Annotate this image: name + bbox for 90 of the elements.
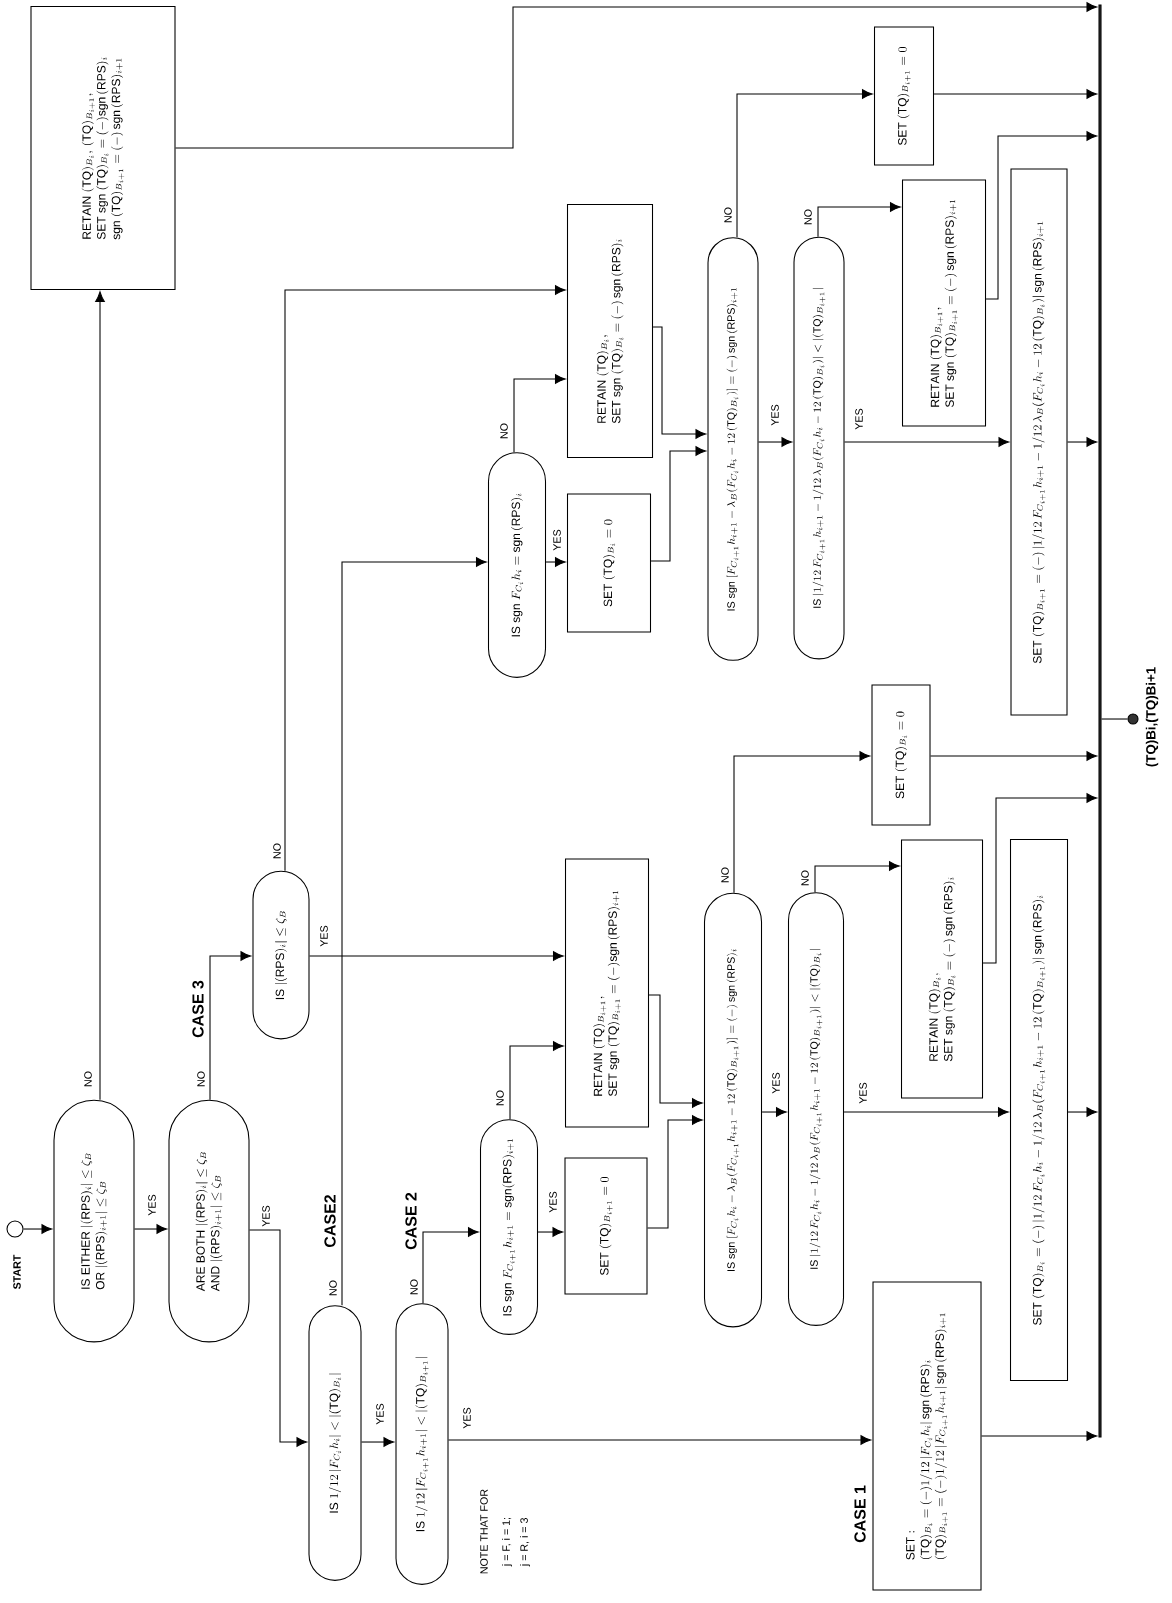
process-box: $\mathrm{SET}~(\mathrm{TQ})_{B_{i+1}} = 0$ [564, 1157, 648, 1295]
process-box: $\mathrm{RETAIN}~(\mathrm{TQ})_{B_i},\,(\mathrm{TQ})_{B_{i+1}},$$\mathrm{SET~sgn}~(\mathrm{TQ})_{B_i} = (-)\mathrm{sgn}\,(\mathrm{RPS})_i$ $\mathrm{sgn}~(\mathrm{TQ})_{B_{i+1}} = (-)\,\mathrm{sgn}\,(\mathrm{RPS})_{i+1}$ [30, 5, 176, 291]
arrow [652, 326, 707, 439]
arrow [982, 793, 1098, 964]
decision-capsule: $\mathrm{IS~EITHER}~|(\mathrm{RPS})_i| \le \zeta_B$ $\mathrm{OR}~|(\mathrm{RPS})_{i+1}| \le \zeta_B$ [53, 1099, 135, 1343]
note-text: j = R, i = 3 [520, 1518, 530, 1567]
arrow [209, 951, 252, 1101]
process-box: $\mathrm{SET}~(\mathrm{TQ})_{B_{i+1}} = (-)\,|1/12\,F_{C_{i+1}} h_{i+1} - 1/12\,\lambda_B (F_{C_i} h_i - 12\,(\mathrm{TQ})_{B_i})|\,\mathrm{sgn}\,(\mathrm{RPS})_{i+1}$ [1010, 168, 1068, 716]
process-box: $\mathrm{SET}~(\mathrm{TQ})_{B_i} = 0$ [871, 684, 931, 826]
process-box: $\mathrm{RETAIN}~(\mathrm{TQ})_{B_{i+1}},$$\mathrm{SET~sgn}~(\mathrm{TQ})_{B_{i+1}} = (-)\mathrm{sgn}\,(\mathrm{RPS})_{i+1}$ [564, 858, 650, 1128]
arrow [134, 1224, 168, 1234]
process-box: $\mathrm{RETAIN}~(\mathrm{TQ})_{B_i},$ $\mathrm{SET~sgn}~(\mathrm{TQ})_{B_i} = (-)\,\mathrm{sgn}\,(\mathrm{RPS})_i$ [566, 203, 654, 459]
case-label: CASE 1 [854, 1485, 866, 1543]
arrow [95, 291, 105, 1101]
edge-label: YES [374, 1402, 386, 1426]
arrow [817, 202, 901, 238]
process-box: $\mathrm{RETAIN}~(\mathrm{TQ})_{B_{i+1}},$$\mathrm{SET~sgn}~(\mathrm{TQ})_{B_{i+1}} = (-)\,\mathrm{sgn}\,(\mathrm{RPS})_{i+1}$ [901, 179, 987, 427]
decision-capsule: $\mathrm{IS}~|(\mathrm{RPS})_i| \le \zeta_B$ [252, 870, 310, 1040]
decision-capsule: $\mathrm{ARE~BOTH}~|(\mathrm{RPS})_i| \le \zeta_B$ $\mathrm{AND}~|(\mathrm{RPS})_{i+1}| \le \zeta_B$ [168, 1099, 250, 1343]
arrow [537, 1227, 564, 1237]
arrow [509, 1041, 564, 1120]
edge-label: NO [271, 841, 283, 861]
arrow [647, 1115, 703, 1229]
arrow [361, 1437, 395, 1447]
edge-label: YES [551, 528, 563, 552]
arrow [985, 131, 1098, 300]
edge-label: NO [195, 1069, 207, 1089]
bus-bar [1098, 4, 1102, 1438]
edge-label: YES [318, 924, 330, 948]
edge-label: YES [461, 1406, 473, 1430]
edge-label: NO [799, 868, 811, 888]
arrow [736, 89, 873, 238]
decision-capsule: $\mathrm{IS~sgn}~[F_{C_{i+1}} h_{i+1} - \lambda_B (F_{C_i} h_i - 12\,(\mathrm{TQ})_{B_i})] = (-)\,\mathrm{sgn}\,(\mathrm{RPS})_{i+1}$ [707, 237, 759, 661]
arrow [930, 751, 1098, 761]
arrow [933, 89, 1098, 99]
arrow [648, 994, 703, 1108]
note-text: j = F, i = 1; [502, 1517, 512, 1567]
edge-label: NO [722, 205, 734, 225]
edge-label: YES [857, 1081, 869, 1105]
arrow [448, 1435, 872, 1445]
edge-label: YES [260, 1204, 272, 1228]
arrow [1067, 437, 1098, 447]
edge-label: NO [498, 421, 510, 441]
process-box: $\mathrm{SET:}$ $(\mathrm{TQ})_{B_i} = (-)1/12\,|F_{C_i} h_i|\,\mathrm{sgn}\,(\mathrm{RPS})_i$ $(\mathrm{TQ})_{B_{i+1}} = (-)1/12\,|F_{C_{i+1}} h_{i+1}|\,\mathrm{sgn}\,(\mathrm{RPS})_{i+1}$ [872, 1281, 982, 1591]
arrow [513, 374, 566, 453]
arrow [309, 951, 564, 961]
arrow [844, 437, 1010, 447]
arrow [341, 557, 487, 1306]
case-label: CASE 3 [192, 980, 204, 1038]
arrow [758, 437, 793, 447]
arrow [249, 1229, 308, 1447]
process-box: $\mathrm{RETAIN}~(\mathrm{TQ})_{B_i},$ $\mathrm{SET~sgn}~(\mathrm{TQ})_{B_i} = (-)\,\mathrm{sgn}\,(\mathrm{RPS})_i$ [900, 839, 984, 1099]
output-label: (TQ)Bi,(TQ)Bi+1 [1145, 667, 1159, 767]
decision-capsule: $\mathrm{IS}~1/12\,|F_{C_i} h_i| < |(\mathrm{TQ})_{B_i}|$ [308, 1305, 362, 1581]
note-text: NOTE THAT FOR [480, 1489, 488, 1574]
arrow [23, 1224, 53, 1234]
arrow [1067, 1107, 1098, 1117]
edge-label: YES [547, 1190, 559, 1214]
decision-capsule: $\mathrm{IS}~|1/12\,F_{C_i} h_i - 1/12\,\lambda_B (F_{C_{i+1}} h_{i+1} - 12\,(\mathrm{TQ})_{B_{i+1}})| < |(\mathrm{TQ})_{B_i}|$ [787, 892, 845, 1326]
arrow [981, 1431, 1098, 1441]
arrow [761, 1107, 787, 1117]
edge-label: NO [802, 207, 814, 227]
decision-capsule: $\mathrm{IS~sgn}~F_{C_i} h_i = \mathrm{sgn}\,(\mathrm{RPS})_i$ [487, 452, 547, 678]
edge-label: YES [146, 1193, 158, 1217]
edge-label: NO [408, 1277, 420, 1297]
edge-label: YES [770, 1071, 782, 1095]
arrow [843, 1107, 1009, 1117]
start-label: START [13, 1254, 21, 1290]
arrow [733, 751, 871, 894]
case-label: CASE 2 [405, 1192, 417, 1250]
decision-capsule: $\mathrm{IS~sgn}~[F_{C_i} h_i - \lambda_B (F_{C_{i+1}} h_{i+1} - 12\,(\mathrm{TQ})_{B_{i+1}})] = (-)\,\mathrm{sgn}\,(\mathrm{RPS})_i$ [703, 892, 763, 1328]
case-label: CASE2 [324, 1195, 336, 1248]
process-box: $\mathrm{SET}~(\mathrm{TQ})_{B_i} = (-)\,|1/12\,F_{C_i} h_i - 1/12\,\lambda_B (F_{C_{i+1}} h_{i+1} - 12\,(\mathrm{TQ})_{B_{i+1}})|\,\mathrm{sgn}\,(\mathrm{RPS})_i$ [1009, 838, 1069, 1382]
decision-capsule: $\mathrm{IS}~1/12\,|F_{C_{i+1}} h_{i+1}| < |(\mathrm{TQ})_{B_{i+1}}|$ [395, 1303, 449, 1585]
process-box: $\mathrm{SET}~(\mathrm{TQ})_{B_i} = 0$ [566, 493, 652, 633]
process-box: $\mathrm{SET}~(\mathrm{TQ})_{B_{i+1}} = 0$ [873, 26, 935, 166]
arrow [284, 285, 566, 872]
decision-capsule: $\mathrm{IS~sgn}~F_{C_{i+1}} h_{i+1} = \mathrm{sgn}(\mathrm{RPS})_{i+1}$ [479, 1119, 539, 1335]
arrow [545, 557, 566, 567]
edge-label: NO [494, 1088, 506, 1108]
edge-label: NO [82, 1069, 94, 1089]
edge-label: NO [719, 865, 731, 885]
decision-capsule: $\mathrm{IS}~|1/12\,F_{C_{i+1}} h_{i+1} - 1/12\,\lambda_B (F_{C_i} h_i - 12\,(\mathrm{TQ})_{B_i})| < |(\mathrm{TQ})_{B_{i+1}}|$ [793, 236, 845, 660]
edge-label: NO [327, 1278, 339, 1298]
edge-label: YES [853, 407, 865, 431]
edge-label: YES [769, 403, 781, 427]
arrow [814, 861, 900, 893]
arrow [175, 2, 1098, 149]
arrow [650, 446, 707, 562]
arrow [422, 1227, 479, 1304]
